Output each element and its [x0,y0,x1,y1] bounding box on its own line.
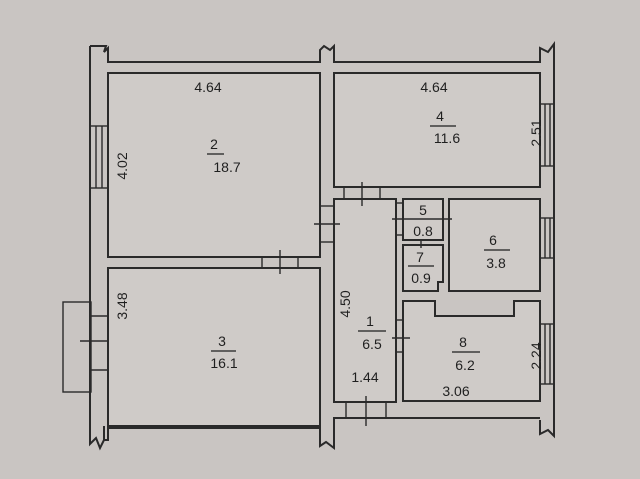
room-3[interactable] [107,267,321,427]
room-8[interactable] [402,300,541,402]
svg-text:0.8: 0.8 [413,223,433,239]
dim-room4-width: 4.64 [420,79,447,95]
room-4-label: 4 11.6 [430,108,460,146]
outer-walls [62,41,555,451]
svg-text:7: 7 [416,249,424,265]
room-4[interactable] [333,72,541,188]
svg-text:6.2: 6.2 [455,357,475,373]
room-6[interactable] [448,198,541,292]
svg-text:3: 3 [218,333,226,349]
svg-text:3.8: 3.8 [486,255,506,271]
dim-room8-height: 2.24 [528,342,544,369]
dim-room2-height: 4.02 [114,152,130,179]
svg-text:8: 8 [459,334,467,350]
svg-text:18.7: 18.7 [213,159,240,175]
room-3-label: 3 16.1 [210,333,237,371]
svg-text:6: 6 [489,232,497,248]
dim-room1-width: 1.44 [351,369,378,385]
svg-text:1: 1 [366,313,374,329]
room-1-label: 1 6.5 [358,313,386,352]
room-2-label: 2 18.7 [207,136,241,175]
dim-room2-width: 4.64 [194,79,221,95]
dim-room8-width: 3.06 [442,383,469,399]
room-7[interactable] [402,244,444,292]
room-5-label: 5 0.8 [413,202,433,239]
room-6-label: 6 3.8 [484,232,510,271]
room-2[interactable] [107,72,321,258]
dim-room1-length: 4.50 [337,290,353,317]
svg-text:2: 2 [210,136,218,152]
svg-text:5: 5 [419,202,427,218]
room-7-label: 7 0.9 [408,249,434,286]
svg-text:6.5: 6.5 [362,336,382,352]
svg-text:11.6: 11.6 [434,130,460,146]
svg-text:0.9: 0.9 [411,270,431,286]
dim-room4-height: 2.51 [528,119,544,146]
dim-room3-height: 3.48 [114,292,130,319]
room-8-label: 8 6.2 [452,334,480,373]
svg-text:16.1: 16.1 [210,355,237,371]
doors [261,182,452,426]
svg-text:4: 4 [436,108,444,124]
